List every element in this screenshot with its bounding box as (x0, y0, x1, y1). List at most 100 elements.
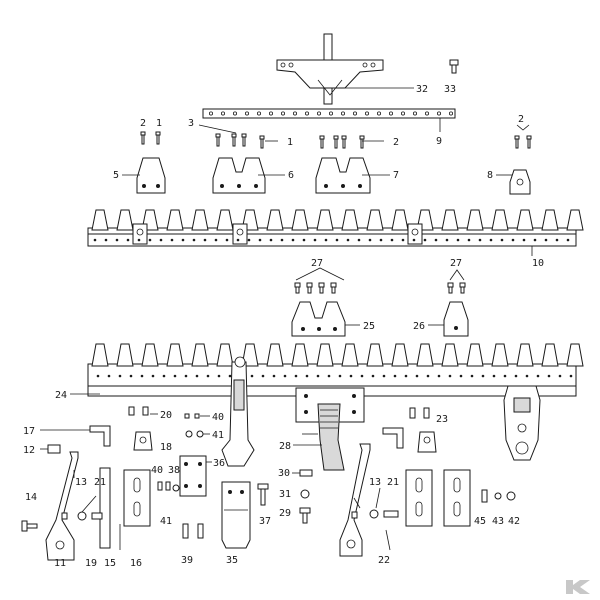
bolt-group-27 (294, 267, 466, 294)
part-6-guard-cap (212, 157, 285, 194)
bar-hole (401, 238, 405, 242)
bar-hole (470, 374, 474, 378)
clip-hole (136, 228, 144, 236)
part-17-hook (40, 425, 111, 447)
bar-hole (302, 238, 306, 242)
guard-tooth (316, 343, 334, 367)
bolt-shank (242, 136, 246, 147)
bar-hole (500, 238, 504, 242)
bar-hole (368, 238, 372, 242)
callout-39: 39 (181, 555, 193, 566)
callout-9: 9 (436, 136, 442, 147)
bar-hole (324, 238, 328, 242)
part-35-mount (221, 481, 251, 549)
bar-hole (228, 374, 232, 378)
callout-17: 17 (23, 426, 35, 437)
bar-hole (151, 374, 155, 378)
bar-hole (357, 238, 361, 242)
part-11-lever (45, 451, 79, 561)
bar-hole (258, 238, 262, 242)
part-18-clip (133, 431, 153, 451)
bar-hole (536, 374, 540, 378)
part-25-guard-plate (291, 301, 360, 337)
part-9-flat-bar (202, 108, 456, 132)
guard-tooth (216, 343, 234, 367)
bar-hole (522, 238, 526, 242)
callout-2: 2 (393, 137, 399, 148)
guard-tooth (141, 343, 159, 367)
bar-hole (208, 111, 213, 116)
guard-tooth (466, 209, 484, 231)
guard-tooth (416, 343, 434, 367)
guard-base (87, 363, 577, 387)
callout-12: 12 (23, 445, 35, 456)
callout-10: 10 (532, 258, 544, 269)
bolt-head (330, 282, 337, 288)
bar-hole (118, 374, 122, 378)
callout-3: 3 (188, 118, 194, 129)
bar-hole (305, 374, 309, 378)
bar-hole (481, 374, 485, 378)
guard-tooth (116, 209, 134, 231)
callout-26: 26 (413, 321, 425, 332)
bar-hole (503, 374, 507, 378)
clip-hole (236, 228, 244, 236)
part-36-bracket (179, 455, 212, 497)
bar-hole (456, 238, 460, 242)
bar-hole (467, 238, 471, 242)
bar-hole (371, 374, 375, 378)
bolt-shank (319, 286, 324, 294)
callout-41: 41 (160, 516, 172, 527)
bar-hole (225, 238, 229, 242)
bolt-shank (331, 286, 336, 294)
bar-hole (96, 374, 100, 378)
guard-tooth (91, 209, 109, 231)
callout-27: 27 (450, 258, 462, 269)
bar-hole (104, 238, 108, 242)
bar-hole (214, 238, 218, 242)
brand-logo-icon (566, 580, 590, 594)
guard-tooth (491, 343, 509, 367)
callout-33: 33 (444, 84, 456, 95)
left-swing-arm (221, 356, 255, 467)
right-pivot-hub (503, 385, 541, 461)
bar-hole (423, 238, 427, 242)
bar-hole (292, 111, 297, 116)
fasteners-20-40-41 (128, 406, 430, 438)
leader-lines (73, 433, 391, 551)
bar-hole (547, 374, 551, 378)
guard-tooth (316, 209, 334, 231)
bolt-shank (295, 286, 300, 294)
bar-hole (364, 111, 369, 116)
guard-tooth (541, 343, 559, 367)
bar-hole (268, 111, 273, 116)
callout-6: 6 (288, 170, 294, 181)
bolt-shank (232, 136, 236, 147)
bar-hole (93, 238, 97, 242)
bar-hole (388, 111, 393, 116)
bar-hole (349, 374, 353, 378)
part-21-washer (77, 495, 97, 521)
callout-38: 38 (168, 465, 180, 476)
guard-tooth (166, 343, 184, 367)
bar-hole (437, 374, 441, 378)
bolt-shank (260, 138, 264, 149)
callout-32: 32 (416, 84, 428, 95)
bar-hole (558, 374, 562, 378)
bar-hole (250, 374, 254, 378)
callout-19: 19 (85, 558, 97, 569)
guard-tooth (366, 343, 384, 367)
part-30-pin (292, 469, 313, 477)
guard-tooth (491, 209, 509, 231)
part-39-bolts (182, 523, 204, 539)
guard-tooth (341, 343, 359, 367)
bolt-shank (515, 138, 519, 149)
fasteners-42-43-45 (481, 489, 516, 503)
bolt-head (447, 282, 454, 288)
bar-hole (232, 111, 237, 116)
callout-13: 13 (75, 477, 87, 488)
bolt-shank (360, 138, 364, 149)
guard-tooth (291, 209, 309, 231)
part-37-bolt (257, 483, 269, 506)
callout-37: 37 (259, 516, 271, 527)
